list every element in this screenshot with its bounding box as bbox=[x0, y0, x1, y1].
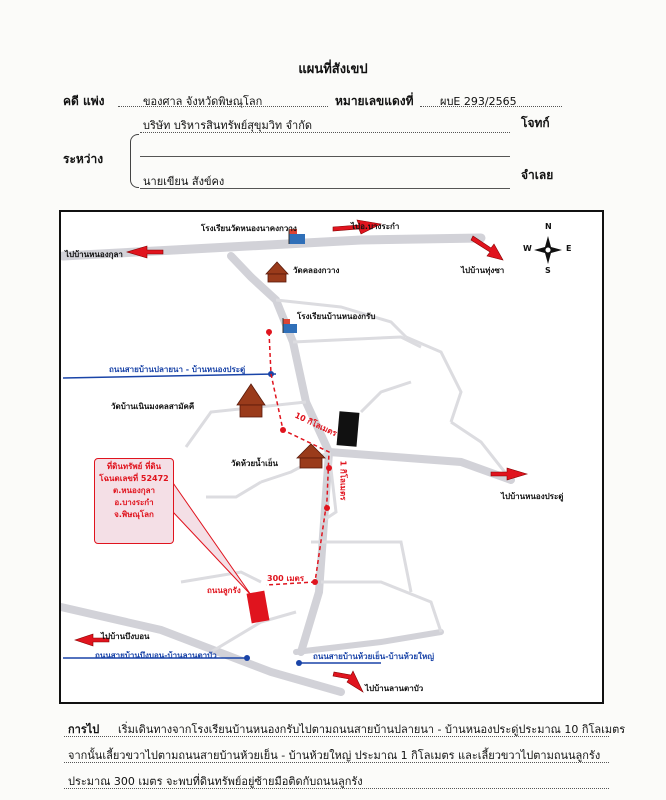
callout-line: จ.พิษณุโลก bbox=[114, 510, 154, 519]
plaintiff-role: โจทก์ bbox=[521, 116, 550, 130]
label-temple-noen: วัดบ้านเนินมงคลสามัคคี bbox=[111, 402, 195, 411]
label-blue-road-3: ถนนสายบ้านห้วยเย็น-บ้านห้วยใหญ่ bbox=[313, 652, 435, 661]
callout-line: อ.บางระกำ bbox=[114, 498, 154, 507]
case-type-label: คดี แพ่ง bbox=[63, 94, 105, 108]
blue-road-3-node bbox=[296, 660, 302, 666]
defendant-underline bbox=[140, 188, 510, 189]
label-temple-huai: วัดห้วยน้ำเย็น bbox=[231, 459, 278, 468]
label-to-nongpradu: ไปบ้านหนองประดู่ bbox=[501, 492, 564, 501]
land-callout: ที่ดินทรัพย์ ที่ดิน โฉนดเลขที่ 52472 ต.ห… bbox=[94, 458, 174, 544]
defendant-name: นายเขียน สังข์คง bbox=[143, 175, 225, 188]
road-east bbox=[325, 448, 515, 484]
party-separator bbox=[140, 156, 510, 157]
court-dotline bbox=[118, 106, 328, 107]
sketch-map: N S E W โรงเรียนวัดหนองนาคงกวาง ไปอ.บางร… bbox=[59, 210, 604, 704]
directions-label: การไป bbox=[68, 723, 100, 736]
party-brace bbox=[130, 134, 139, 188]
compass-e: E bbox=[566, 244, 572, 253]
road-southwest bbox=[61, 603, 345, 696]
land-plot-marker bbox=[246, 590, 270, 624]
compass-rose bbox=[534, 236, 562, 264]
road-main-vertical bbox=[227, 252, 334, 656]
directions-line-3: ประมาณ 300 เมตร จะพบที่ดินทรัพย์อยู่ซ้าย… bbox=[68, 775, 363, 788]
label-temple-khlong: วัดคลองกวาง bbox=[293, 266, 340, 275]
label-road-lukrang: ถนนลูกรัง bbox=[207, 586, 241, 595]
label-dist-1km: 1 กิโลเมตร bbox=[338, 460, 348, 501]
defendant-role: จำเลย bbox=[521, 168, 554, 182]
directions-line-2: จากนั้นเลี้ยวขวาไปตามถนนสายบ้านห้วยเย็น … bbox=[68, 749, 601, 762]
direction-arrows bbox=[74, 219, 529, 693]
map-drawing bbox=[61, 219, 562, 696]
case-number-dotline bbox=[420, 106, 562, 107]
label-to-lantabua: ไปบ้านลานตาบัว bbox=[365, 684, 424, 693]
directions-dotline-2 bbox=[64, 762, 609, 763]
between-label: ระหว่าง bbox=[63, 152, 104, 166]
plaintiff-name: บริษัท บริหารสินทรัพย์สุขุมวิท จำกัด bbox=[143, 119, 313, 132]
callout-line: ที่ดินทรัพย์ ที่ดิน bbox=[106, 462, 162, 471]
label-to-thungsa: ไปบ้านทุ่งซา bbox=[461, 266, 505, 275]
plaintiff-dotline bbox=[140, 132, 510, 133]
label-to-bangrakam: ไปอ.บางระกำ bbox=[351, 222, 400, 231]
road-top bbox=[61, 233, 486, 261]
callout-line: โฉนดเลขที่ 52472 bbox=[99, 474, 169, 483]
label-to-nongkula: ไปบ้านหนองกุลา bbox=[65, 250, 123, 259]
compass-n: N bbox=[545, 222, 552, 231]
blue-road-2-node bbox=[244, 655, 250, 661]
temple-icons bbox=[236, 261, 326, 469]
route-path bbox=[265, 331, 330, 586]
blue-road-1 bbox=[62, 373, 277, 379]
page-title: แผนที่สังเขป bbox=[298, 62, 368, 77]
school-icons bbox=[282, 228, 305, 333]
directions-line-1: เริ่มเดินทางจากโรงเรียนบ้านหนองกรับไปตาม… bbox=[118, 723, 626, 736]
label-blue-road-2: ถนนสายบ้านบึงบอน-บ้านลานตาบัว bbox=[95, 651, 217, 660]
callout-line: ต.หนองกุลา bbox=[113, 486, 155, 495]
label-blue-road-1: ถนนสายบ้านปลายนา - บ้านหนองประดู่ bbox=[109, 365, 246, 374]
road-southeast bbox=[293, 629, 444, 655]
case-number: ผบE 293/2565 bbox=[440, 95, 517, 108]
label-dist-300m: 300 เมตร bbox=[267, 574, 304, 583]
compass-w: W bbox=[523, 244, 532, 253]
label-school-top: โรงเรียนวัดหนองนาคงกวาง bbox=[201, 224, 297, 233]
route-nodes bbox=[266, 329, 332, 585]
label-school-mid: โรงเรียนบ้านหนองกรับ bbox=[297, 312, 376, 321]
building-marker bbox=[336, 411, 360, 447]
compass-s: S bbox=[545, 266, 551, 275]
case-number-label: หมายเลขแดงที่ bbox=[335, 94, 414, 108]
directions-dotline-1 bbox=[64, 736, 609, 737]
court-name: ของศาล จังหวัดพิษณุโลก bbox=[143, 95, 263, 108]
directions-dotline-3 bbox=[64, 788, 609, 789]
label-to-bungbon: ไปบ้านบึงบอน bbox=[101, 632, 150, 641]
